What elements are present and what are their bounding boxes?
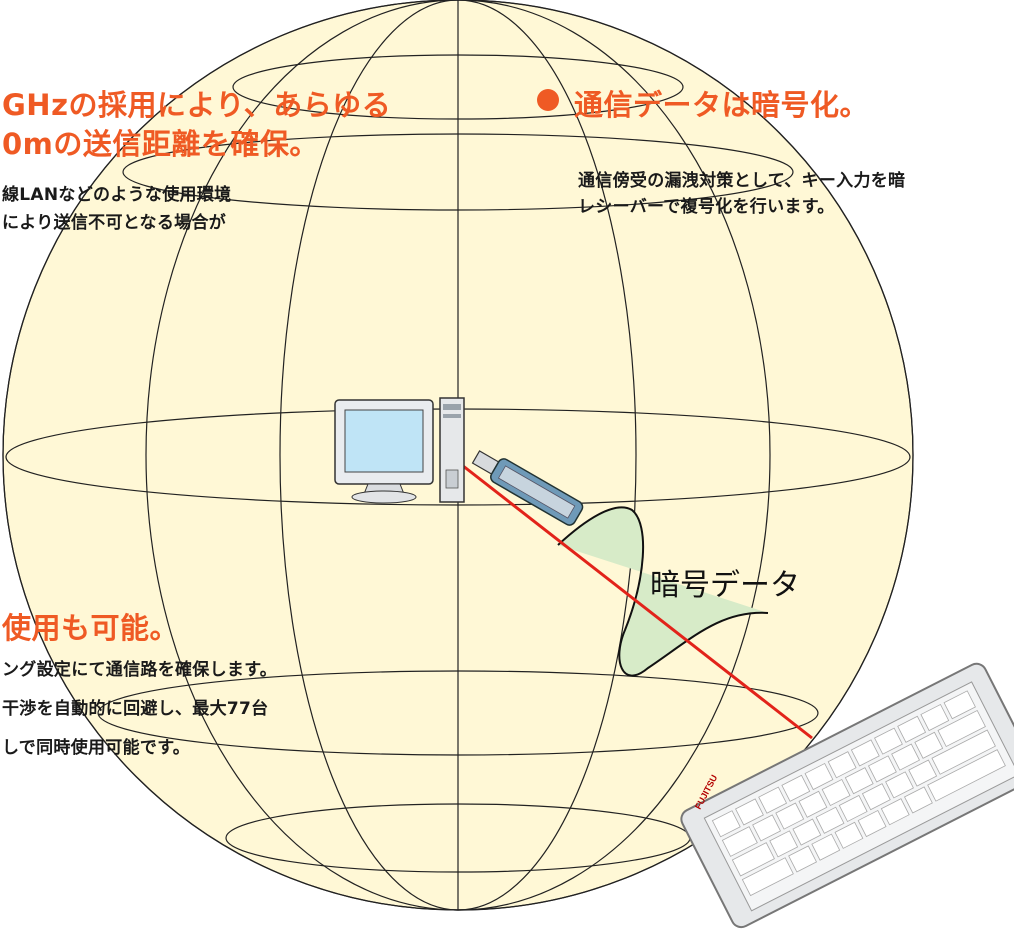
tower-pc-icon bbox=[439, 397, 465, 503]
right-top-body-line1: 通信傍受の漏洩対策として、キー入力を暗 bbox=[578, 171, 906, 191]
left-top-heading-line2: 0mの送信距離を確保。 bbox=[2, 127, 319, 161]
usb-receiver-icon bbox=[471, 450, 584, 526]
orange-dot-icon bbox=[537, 89, 559, 111]
right-top-heading: 通信データは暗号化。 bbox=[574, 88, 870, 122]
left-mid-heading: 使用も可能。 bbox=[2, 611, 180, 645]
keyboard-icon bbox=[680, 662, 1014, 929]
left-mid-body-line2: 干渉を自動的に回避し、最大77台 bbox=[2, 699, 269, 719]
encrypted-signal-wave bbox=[557, 506, 769, 677]
transmission-beam bbox=[457, 460, 813, 740]
left-mid-body-line1: ング設定にて通信路を確保します。 bbox=[2, 660, 278, 680]
left-top-body-line1: 線LANなどのような使用環境 bbox=[2, 185, 232, 205]
monitor-icon bbox=[334, 399, 434, 504]
encrypted-data-label: 暗号データ bbox=[650, 568, 800, 603]
left-mid-body-line3: しで同時使用可能です。 bbox=[2, 738, 191, 758]
left-top-body-line2: により送信不可となる場合が bbox=[2, 213, 227, 233]
right-top-body-line2: レシーバーで複号化を行います。 bbox=[578, 197, 835, 217]
left-top-heading-line1: GHzの採用により、あらゆる bbox=[2, 88, 392, 122]
